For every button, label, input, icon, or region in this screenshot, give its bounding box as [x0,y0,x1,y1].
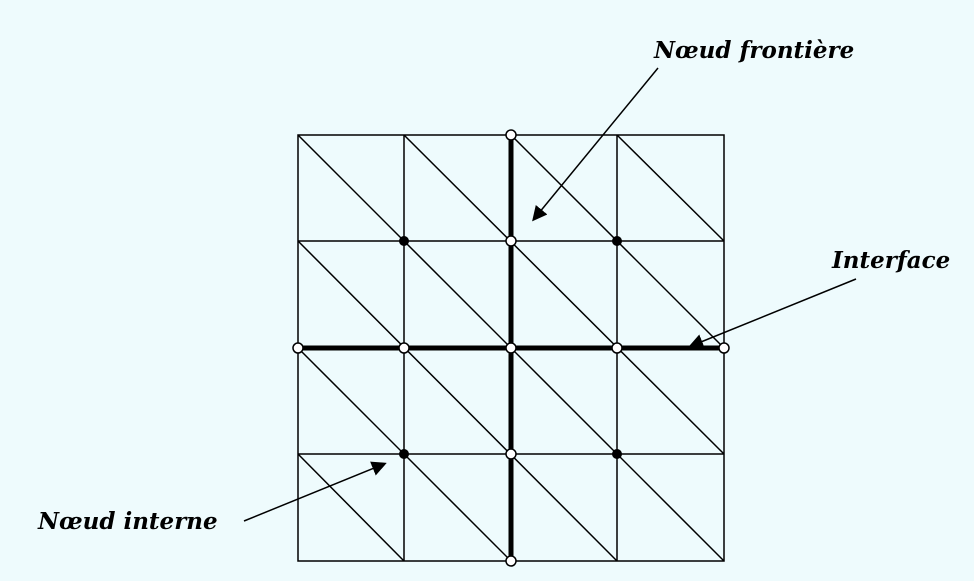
annotation-arrows [243,67,857,522]
internal-node [612,236,622,246]
boundary-node [505,129,517,141]
internal-node [399,449,409,459]
diag-3 [297,240,618,562]
boundary-node [505,342,517,354]
diag-7 [616,134,725,242]
boundary-node-arrow [532,67,659,222]
internal-node [612,449,622,459]
interface-arrow [688,278,857,349]
boundary-node [718,342,730,354]
boundary-node [505,448,517,460]
interface-label: Interface [831,247,950,274]
boundary-node-label: Nœud frontière [653,37,854,64]
boundary-node [398,342,410,354]
boundary-node [505,235,517,247]
internal-node-arrow [243,461,387,522]
boundary-nodes [292,129,730,567]
diag-1 [297,453,405,562]
boundary-node [292,342,304,354]
diag-5 [403,134,725,455]
internal-node [399,236,409,246]
internal-node-label: Nœud interne [37,508,218,535]
internal-nodes [399,236,622,459]
boundary-node [611,342,623,354]
boundary-node [505,555,517,567]
